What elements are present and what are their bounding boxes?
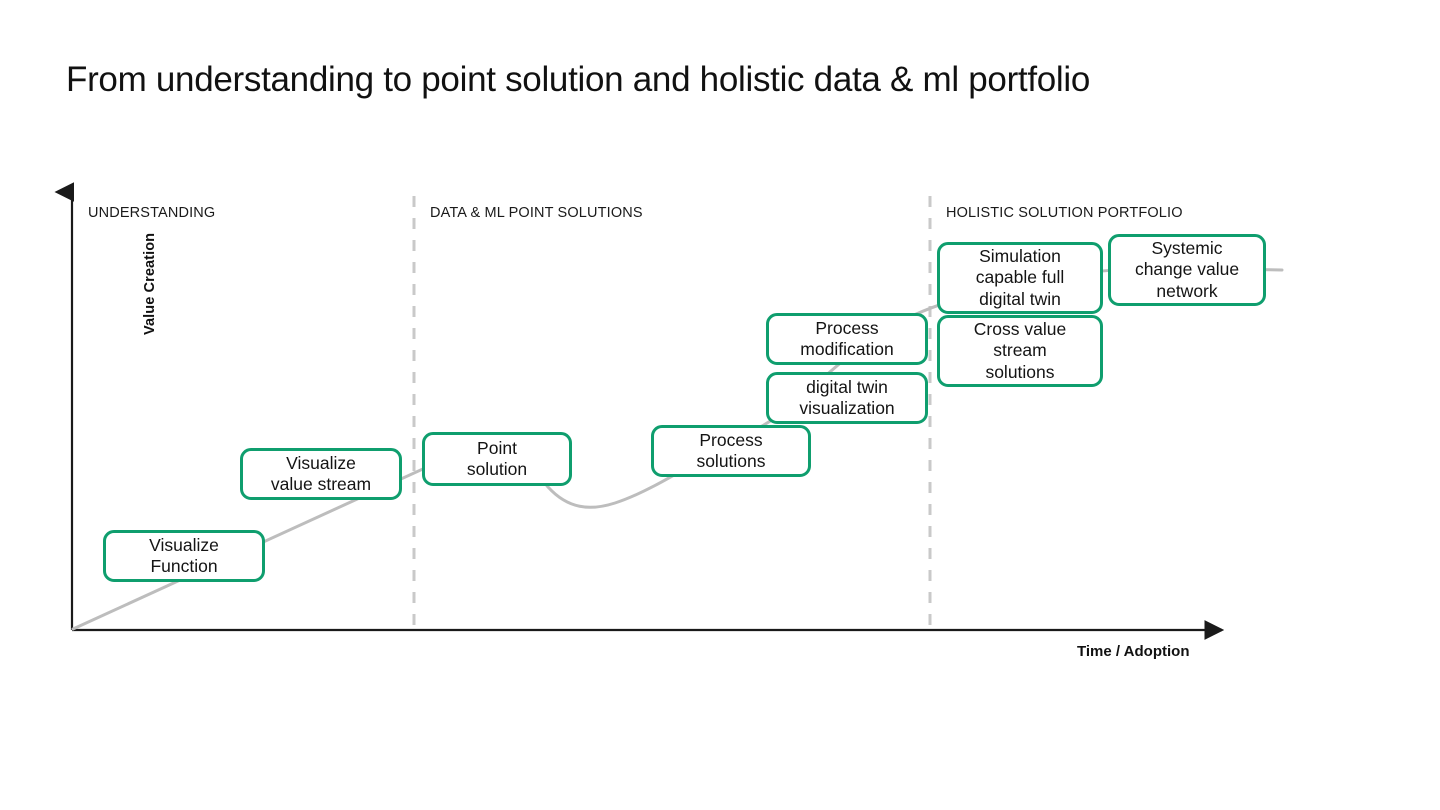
node-simulation-capable-full-digital-twin[interactable]: Simulation capable full digital twin [937, 242, 1103, 314]
node-visualize-function[interactable]: Visualize Function [103, 530, 265, 582]
node-label: Systemic change value network [1134, 237, 1240, 301]
node-label: Visualize Function [149, 534, 219, 576]
node-label: Simulation capable full digital twin [975, 245, 1065, 309]
node-label: Point solution [466, 437, 528, 479]
phase-label-holistic-portfolio: HOLISTIC SOLUTION PORTFOLIO [946, 205, 1183, 221]
node-cross-value-stream-solutions[interactable]: Cross value stream solutions [937, 315, 1103, 387]
node-label: Visualize value stream [270, 452, 372, 494]
node-process-modification[interactable]: Process modification [766, 313, 928, 365]
node-label: Process solutions [696, 429, 766, 471]
node-point-solution[interactable]: Point solution [422, 432, 572, 486]
page-title: From understanding to point solution and… [66, 60, 1091, 99]
phase-label-point-solutions: DATA & ML POINT SOLUTIONS [430, 205, 643, 221]
y-axis-label-text: Value Creation [142, 232, 158, 335]
node-digital-twin-visualization[interactable]: digital twin visualization [766, 372, 928, 424]
x-axis-label: Time / Adoption [1077, 643, 1190, 660]
node-label: digital twin visualization [799, 376, 895, 418]
node-systemic-change-value-network[interactable]: Systemic change value network [1108, 234, 1266, 306]
phase-label-understanding: UNDERSTANDING [88, 205, 216, 221]
node-label: Process modification [800, 317, 894, 359]
y-axis-label: Value Creation [24, 78, 158, 335]
node-visualize-value-stream[interactable]: Visualize value stream [240, 448, 402, 500]
node-label: Cross value stream solutions [973, 318, 1067, 382]
node-process-solutions[interactable]: Process solutions [651, 425, 811, 477]
